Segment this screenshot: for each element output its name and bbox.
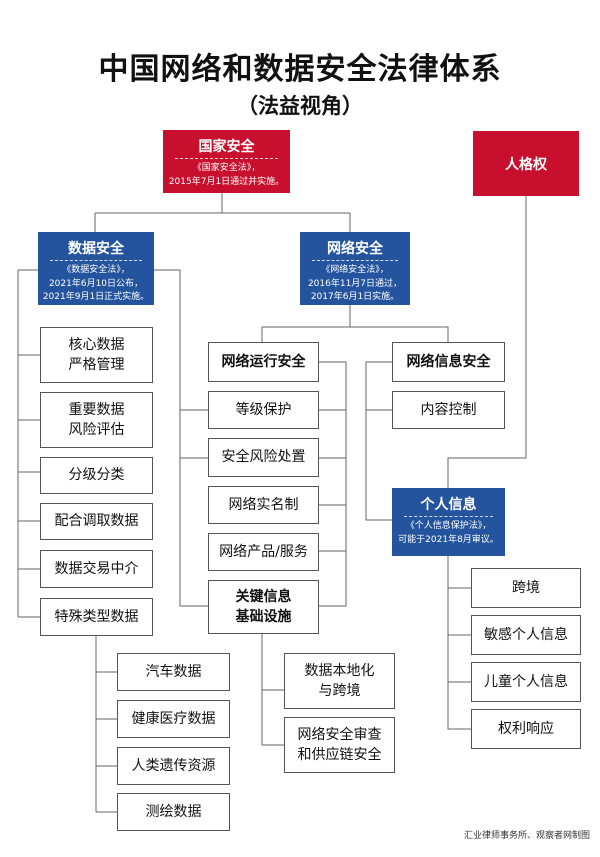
special-type-label: 汽车数据 [145,663,202,680]
data-item-label: 核心数据 [68,336,125,353]
personal-item-label: 敏感个人信息 [484,626,568,643]
data-item-core-data: 核心数据严格管理 [40,327,153,383]
data-item-label: 配合调取数据 [54,513,139,530]
data-security-title: 数据安全 [68,241,124,257]
data-item-data-retrieval: 配合调取数据 [40,503,153,540]
national-security-date: 2015年7月1日通过并实施。 [168,176,285,187]
personality-rights-title: 人格权 [505,156,547,173]
data-item-label: 重要数据 [68,401,125,418]
personal-item-label: 跨境 [512,579,540,596]
connector-personality [447,196,527,488]
network-security-passed: 2016年11月7日通过， [307,278,403,289]
data-item-important-data: 重要数据风险评估 [40,392,153,448]
special-type-automotive: 汽车数据 [117,653,230,691]
data-item-label: 严格管理 [68,357,125,373]
operation-item-label: 网络实名制 [228,496,299,513]
network-operation-node: 网络运行安全 [208,342,319,382]
connector-personal-bus [447,556,471,730]
personal-info-divider [404,516,493,517]
personal-item-rights-response: 权利响应 [471,709,581,749]
personal-info-node: 个人信息 《个人信息保护法》， 可能于2021年8月审议。 [392,488,505,556]
cii-item-security-review: 网络安全审查和供应链安全 [284,717,395,773]
operation-item-label: 网络产品/服务 [219,543,308,560]
personal-item-cross-border: 跨境 [471,568,581,608]
data-item-trading-intermediary: 数据交易中介 [40,550,153,588]
cii-label: 关键信息 [235,588,292,605]
data-item-label: 特殊类型数据 [54,608,139,625]
data-item-label: 数据交易中介 [54,560,139,577]
info-item-label: 内容控制 [420,401,477,418]
cii-item-label: 网络安全审查 [297,726,382,743]
special-type-genetic: 人类遗传资源 [117,747,230,785]
data-security-law: 《数据安全法》， [62,265,130,275]
connector-special-bus [95,636,117,813]
cii-item-label: 与跨境 [318,683,361,699]
data-security-published: 2021年6月10日公布， [48,278,144,289]
operation-item-real-name: 网络实名制 [208,486,319,524]
personal-item-label: 权利响应 [498,720,554,737]
data-item-classification: 分级分类 [40,457,153,494]
page-subtitle: （法益视角） [237,94,363,118]
connector-national-split [94,192,351,232]
network-security-law: 《网络安全法》， [321,265,389,275]
connector-network-split [261,305,449,342]
national-security-divider [175,158,278,159]
connector-data-right [153,269,208,607]
data-security-node: 数据安全 《数据安全法》， 2021年6月10日公布， 2021年9月1日正式实… [38,232,154,305]
data-item-special-types: 特殊类型数据 [40,598,153,636]
personal-item-sensitive: 敏感个人信息 [471,615,581,655]
cii-item-localization: 数据本地化与跨境 [284,653,395,709]
cii-item-label: 和供应链安全 [297,747,382,763]
connector-cii-bus [261,634,284,746]
operation-item-products-services: 网络产品/服务 [208,533,319,571]
data-security-divider [50,260,142,261]
connector-data-bus [17,269,40,618]
network-security-node: 网络安全 《网络安全法》， 2016年11月7日通过， 2017年6月1日实施。 [300,232,410,305]
national-security-law: 《国家安全法》， [192,163,261,173]
data-security-effective: 2021年9月1日正式实施。 [42,292,150,302]
data-item-label: 分级分类 [68,467,125,484]
personal-item-label: 儿童个人信息 [484,673,568,690]
network-security-divider [312,260,398,261]
personal-info-status: 可能于2021年8月审议。 [398,534,499,545]
operation-item-graded-protection: 等级保护 [208,391,319,429]
special-type-label: 测绘数据 [145,803,202,820]
cii-item-label: 数据本地化 [304,662,375,679]
personal-item-children: 儿童个人信息 [471,662,581,702]
special-type-label: 健康医疗数据 [131,710,216,727]
network-security-effective: 2017年6月1日实施。 [310,292,400,302]
data-item-label: 风险评估 [68,422,125,438]
operation-item-label: 安全风险处置 [221,449,306,466]
network-info-title: 网络信息安全 [406,353,491,370]
connector-info-bus [365,361,392,521]
network-security-title: 网络安全 [327,241,383,257]
cii-label: 基础设施 [235,609,292,625]
page-title: 中国网络和数据安全法律体系 [98,52,502,87]
connector-operation-bus [319,361,347,607]
special-type-surveying: 测绘数据 [117,793,230,831]
operation-item-label: 等级保护 [235,401,292,418]
national-security-node: 国家安全 《国家安全法》， 2015年7月1日通过并实施。 [163,130,290,193]
info-item-content-control: 内容控制 [392,391,505,429]
network-info-node: 网络信息安全 [392,342,505,382]
special-type-label: 人类遗传资源 [131,757,216,774]
personality-rights-node: 人格权 [473,131,579,196]
personal-info-title: 个人信息 [420,497,477,513]
cii-node: 关键信息基础设施 [208,580,319,634]
national-security-title: 国家安全 [198,139,255,155]
network-operation-title: 网络运行安全 [221,353,306,370]
personal-info-law: 《个人信息保护法》， [405,521,492,531]
source-credit: 汇业律师事务所、观察者网制图 [463,831,590,841]
special-type-health: 健康医疗数据 [117,700,230,738]
operation-item-risk-handling: 安全风险处置 [208,438,319,477]
